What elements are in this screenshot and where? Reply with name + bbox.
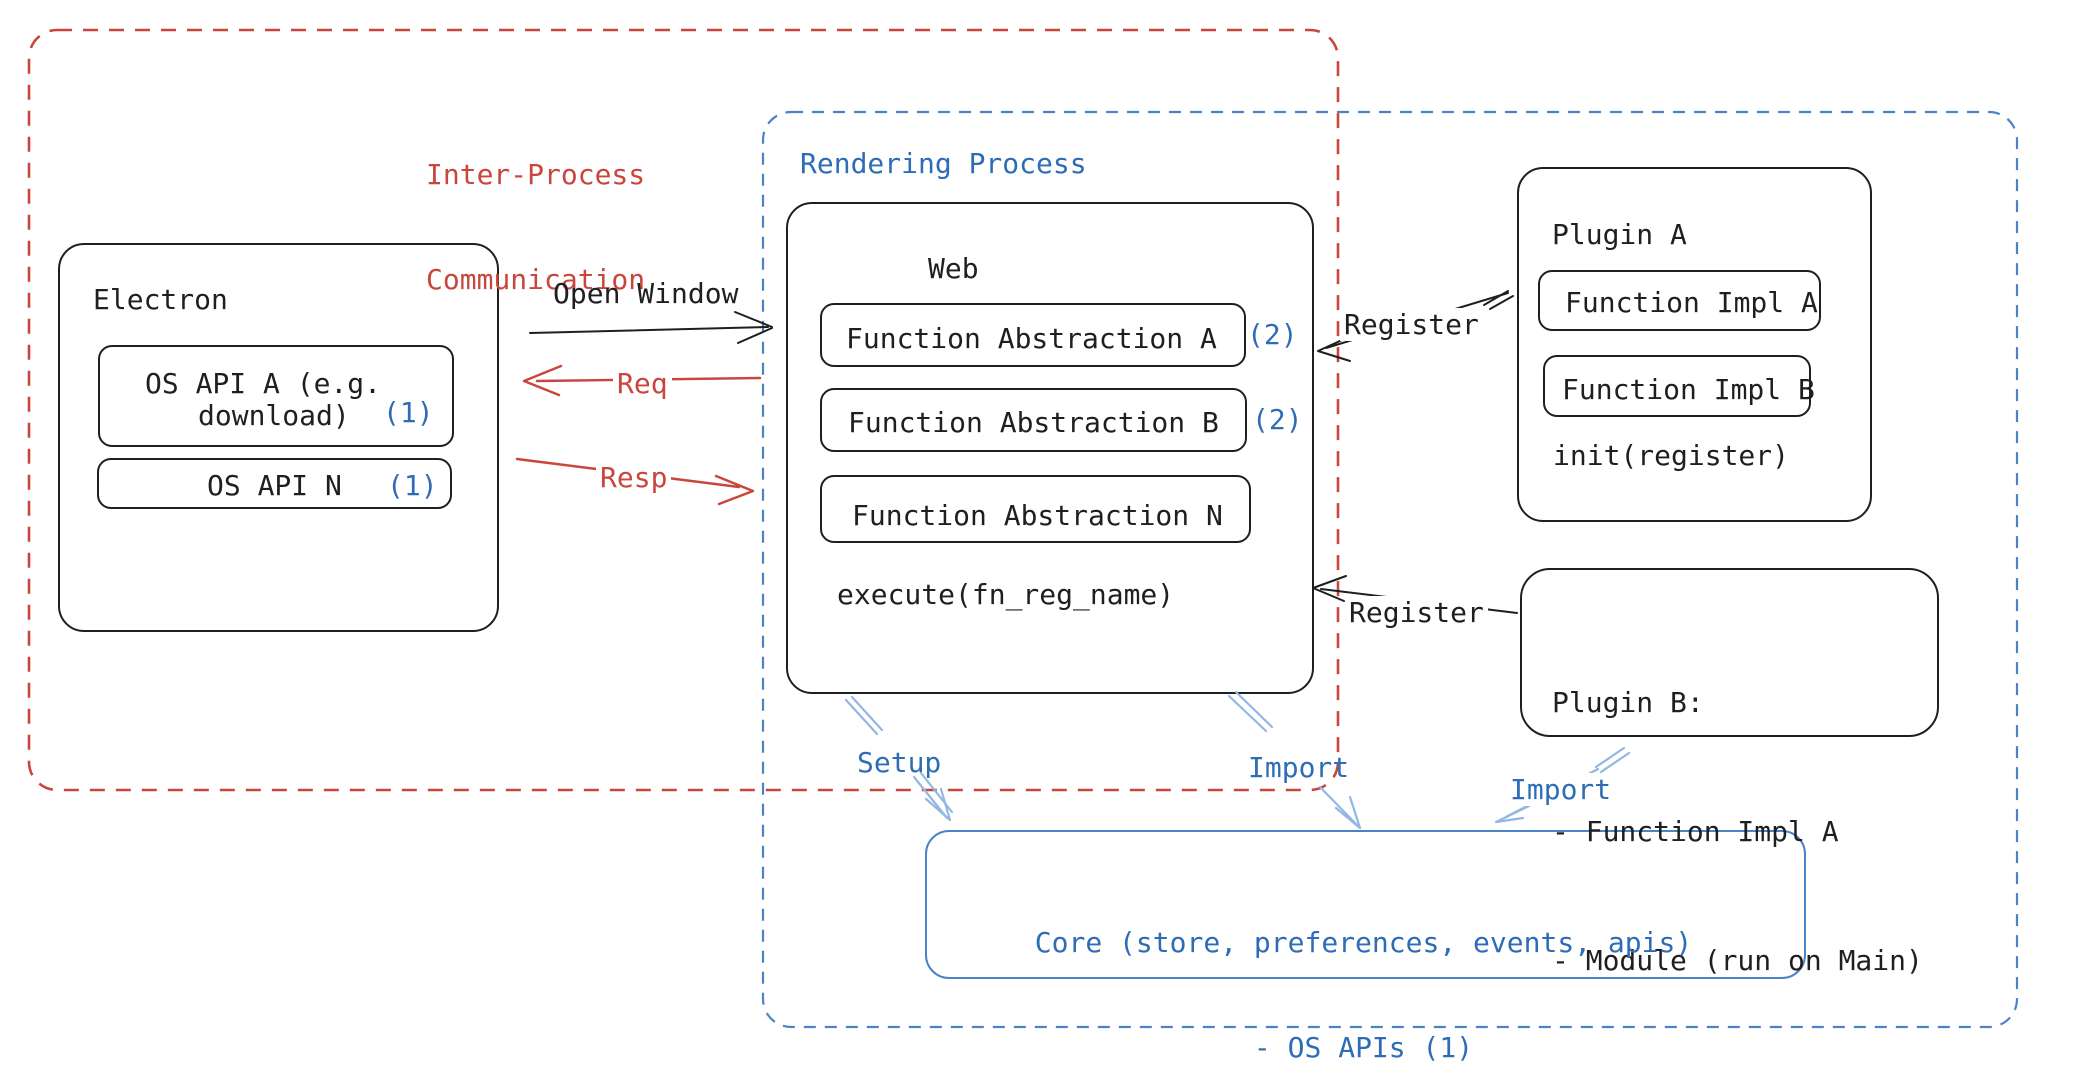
electron-title: Electron: [93, 283, 228, 316]
import-plugin-b-label: Import: [1506, 773, 1616, 806]
resp-label: Resp: [596, 461, 672, 494]
core-line1: Core (store, preferences, events, apis): [1034, 926, 1693, 959]
req-label: Req: [613, 367, 672, 400]
core-line2: - OS APIs (1): [1253, 1031, 1474, 1064]
function-abstraction-b-ref: (2): [1252, 403, 1303, 436]
ipc-title: Inter-Process Communication: [426, 87, 645, 367]
function-abstraction-n-text: Function Abstraction N: [852, 499, 1223, 532]
os-api-a-ref: (1): [383, 396, 434, 429]
os-api-a-line2: download): [198, 399, 350, 432]
function-impl-a-text: Function Impl A: [1565, 286, 1818, 319]
function-abstraction-a-text: Function Abstraction A: [846, 322, 1217, 355]
register-plugin-b-label: Register: [1345, 596, 1488, 629]
open-window-label: Open Window: [553, 277, 739, 310]
register-plugin-a-label: Register: [1340, 308, 1483, 341]
function-impl-b-text: Function Impl B: [1562, 373, 1815, 406]
ipc-title-line1: Inter-Process: [426, 158, 646, 191]
plugin-a-title: Plugin A: [1552, 218, 1687, 251]
function-abstraction-b-text: Function Abstraction B: [848, 406, 1219, 439]
function-abstraction-a-ref: (2): [1247, 318, 1298, 351]
plugin-b-item1: - Function Impl A: [1552, 815, 1839, 848]
plugin-b-title: Plugin B:: [1552, 686, 1704, 719]
os-api-n-ref: (1): [387, 469, 438, 502]
execute-call-text: execute(fn_reg_name): [837, 578, 1175, 611]
rendering-process-title: Rendering Process: [800, 147, 1087, 180]
os-api-a-line1: OS API A (e.g.: [145, 367, 382, 400]
web-title: Web: [928, 252, 979, 285]
os-api-n-text: OS API N: [207, 469, 342, 502]
setup-label: Setup: [857, 746, 942, 779]
init-call-text: init(register): [1553, 439, 1790, 472]
import-web-label: Import: [1248, 751, 1350, 784]
core-text: Core (store, preferences, events, apis) …: [925, 855, 1802, 1066]
